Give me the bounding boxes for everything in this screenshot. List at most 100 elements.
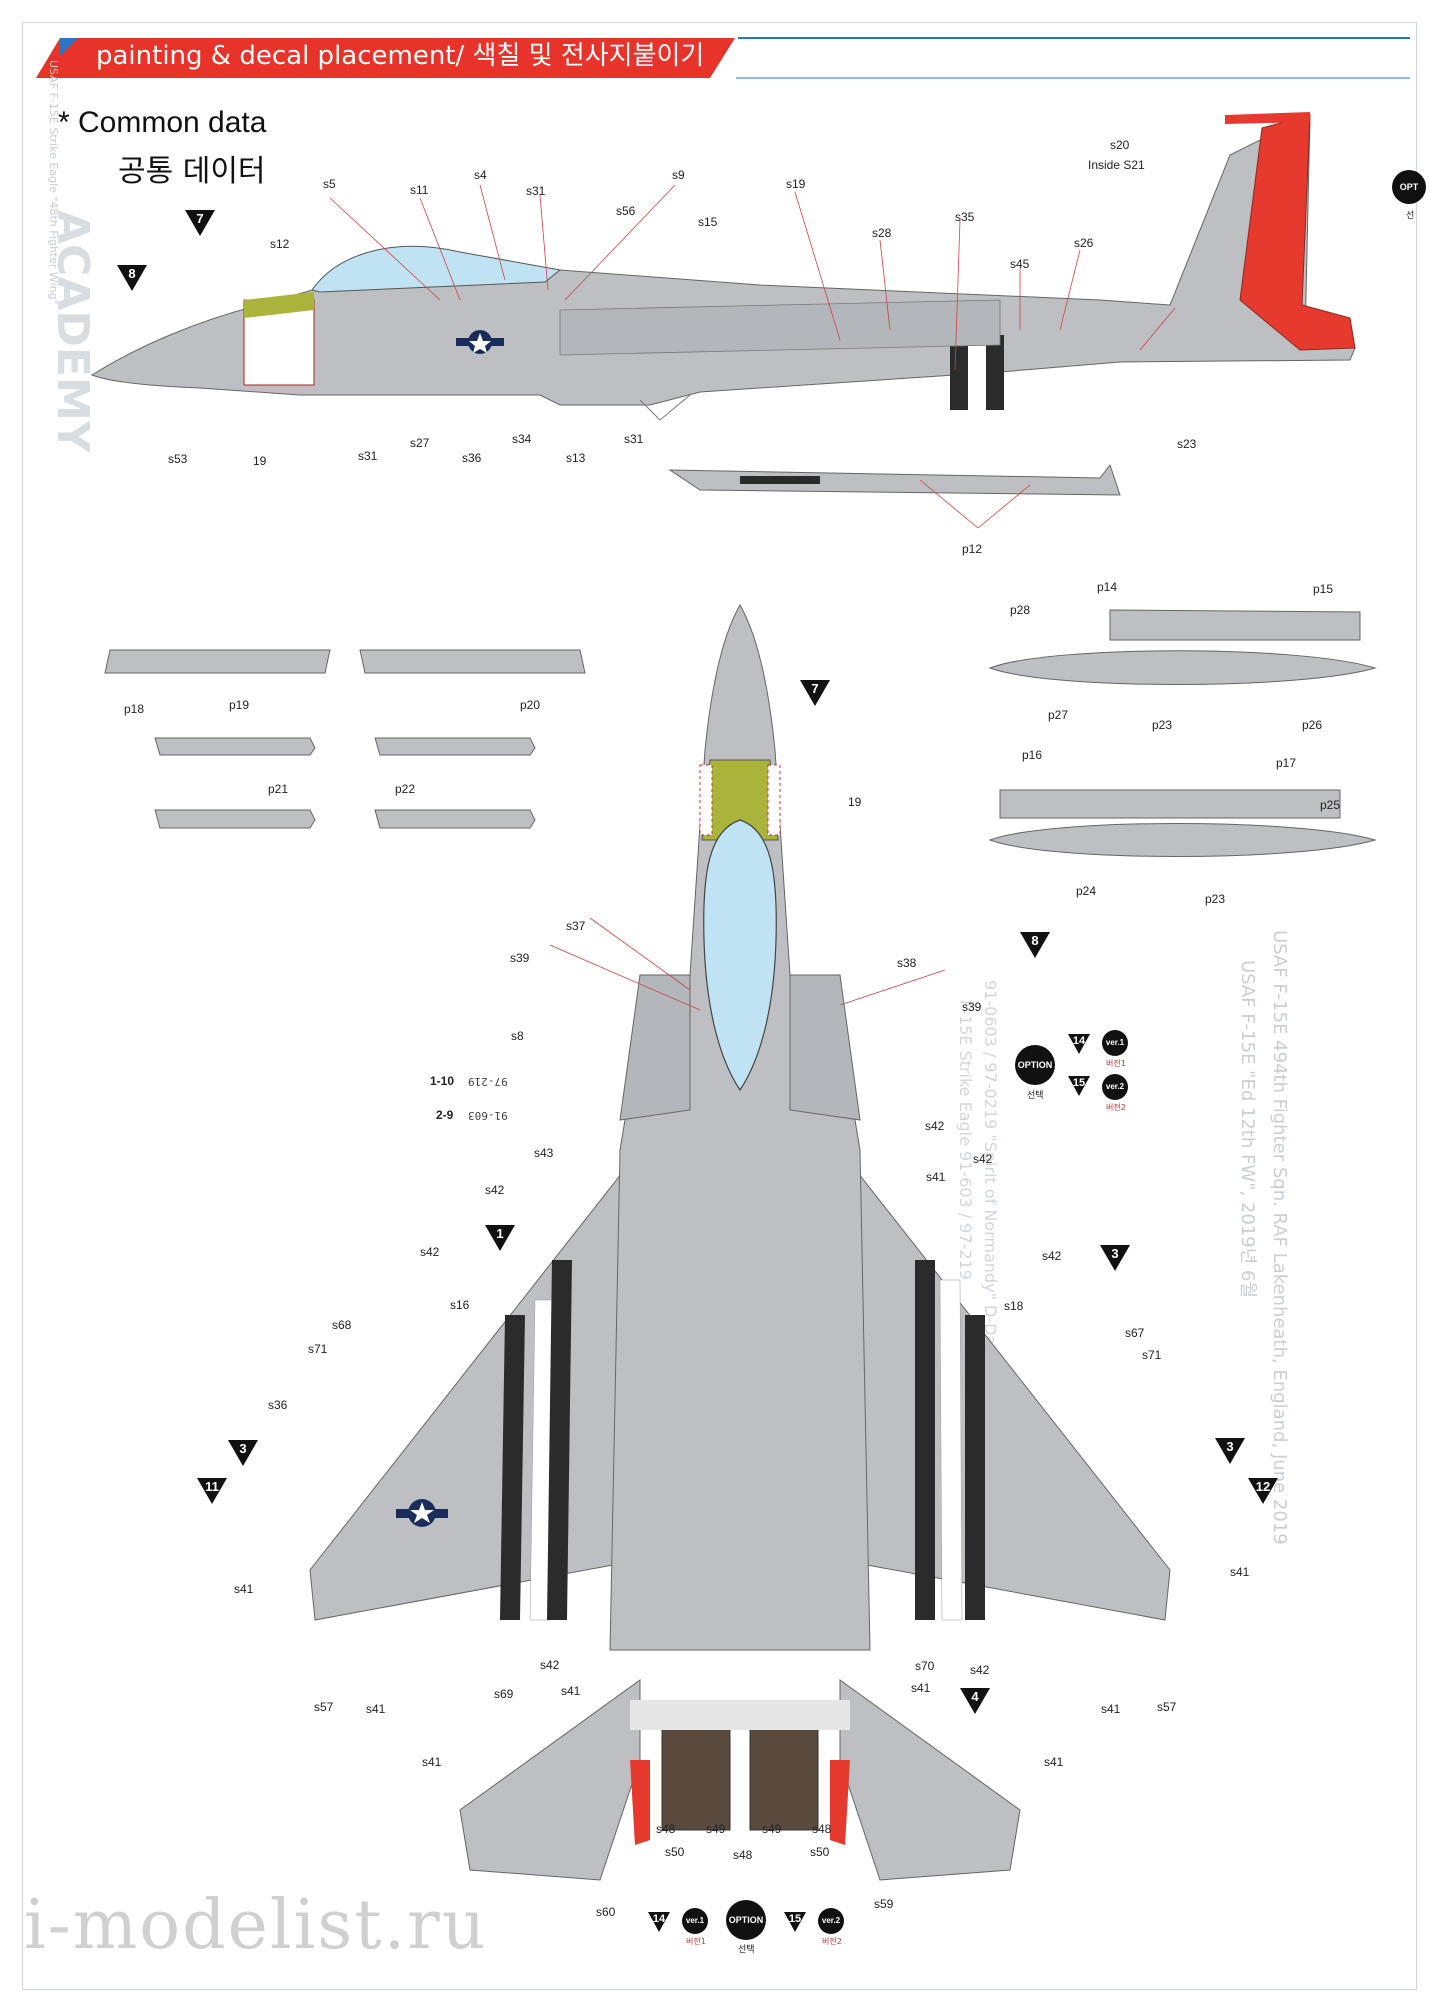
top-stab-right [839, 1679, 1021, 1881]
callout-p12: p12 [962, 542, 983, 556]
page-border [22, 22, 1417, 1990]
side-tail-cap [1225, 112, 1310, 124]
option-badge-top-right-sub: 선 [1406, 211, 1415, 221]
option-badge-bottom: OPTION [726, 1900, 766, 1940]
callout-s12: s12 [270, 237, 290, 251]
callout-s39-right: s39 [962, 1000, 982, 1014]
callout-s67: s67 [1125, 1326, 1145, 1340]
top-canopy [703, 819, 777, 1092]
marker-12: 12 [1248, 1478, 1278, 1504]
callout-s37: s37 [566, 919, 586, 933]
callout-s42-b: s42 [973, 1152, 993, 1166]
callout-s38: s38 [897, 956, 917, 970]
callout-s42-f: s42 [540, 1658, 560, 1672]
pylon-set-left [104, 649, 586, 829]
callout-s41-right-lower: s41 [1101, 1702, 1121, 1716]
callout-p27: p27 [1048, 708, 1069, 722]
version-1-label: 1-10 [430, 1074, 455, 1088]
side-tail-red [1239, 114, 1356, 351]
callout-s43: s43 [534, 1146, 554, 1160]
callout-s13: s13 [566, 451, 586, 465]
callout-s49-right: s49 [762, 1822, 782, 1836]
callout-inside-s21: Inside S21 [1088, 158, 1145, 172]
callout-p25: p25 [1320, 798, 1341, 812]
callout-s36: s36 [462, 451, 482, 465]
callout-s41-right-wing: s41 [1230, 1565, 1250, 1579]
callout-s48-left: s48 [656, 1822, 676, 1836]
callout-s11: s11 [410, 183, 429, 197]
ver1-badge-bottom: ver.1 [682, 1908, 708, 1934]
version-2-code: 91-603 [468, 1109, 508, 1122]
side-canopy [311, 245, 562, 293]
header-blue-corner [60, 38, 78, 56]
marker-3-left: 3 [228, 1440, 258, 1466]
ver2-badge-bottom: ver.2 [818, 1908, 844, 1934]
option-badge-top-sub: 선택 [1027, 1091, 1044, 1101]
callout-s41-mid-left: s41 [561, 1684, 581, 1698]
callout-s31-left: s31 [358, 449, 378, 463]
cft-tanks-right [988, 609, 1377, 857]
callout-19-side: 19 [253, 454, 267, 468]
callout-s26: s26 [1074, 236, 1094, 250]
marker-15-bottom: 15 [784, 1912, 806, 1932]
callout-p17: p17 [1276, 756, 1297, 770]
marker-15-top: 15 [1068, 1076, 1090, 1096]
callout-s35: s35 [955, 210, 975, 224]
callout-p18: p18 [124, 702, 145, 716]
ver1-badge-top: ver.1 [1102, 1030, 1128, 1056]
callout-s53: s53 [168, 452, 188, 466]
callout-s57-left: s57 [314, 1700, 334, 1714]
callout-p16: p16 [1022, 748, 1043, 762]
marker-3-right-upper: 3 [1100, 1245, 1130, 1271]
callout-p21: p21 [268, 782, 289, 796]
top-wing-left [309, 1148, 641, 1621]
callout-s42-c: s42 [485, 1183, 505, 1197]
common-data-title: * Common data [58, 106, 267, 139]
callout-s9: s9 [672, 168, 685, 182]
callout-s15: s15 [698, 215, 718, 229]
side-olive-strip [244, 292, 314, 318]
version-2-label: 2-9 [436, 1108, 454, 1122]
callout-s18: s18 [1004, 1299, 1024, 1313]
marker-3-right: 3 [1215, 1438, 1245, 1464]
marker-14-bottom: 14 [648, 1912, 670, 1932]
marker-8-side: 8 [117, 265, 147, 291]
header-red-bar [36, 38, 735, 78]
top-stab-left [459, 1679, 641, 1881]
callout-s71-right: s71 [1142, 1348, 1162, 1362]
callout-p19: p19 [229, 698, 250, 712]
option-badge-top: OPTION [1015, 1045, 1055, 1085]
callout-s69: s69 [494, 1687, 514, 1701]
callout-p26: p26 [1302, 718, 1323, 732]
marker-4: 4 [960, 1688, 990, 1714]
ver2-badge-top-sub: 버전2 [1106, 1103, 1126, 1112]
marker-7-side: 7 [185, 210, 215, 236]
callout-s42-a: s42 [925, 1119, 945, 1133]
callout-s49-left: s49 [706, 1822, 726, 1836]
marker-11: 11 [197, 1478, 227, 1504]
callout-s59: s59 [874, 1897, 894, 1911]
callout-s41-stab-right: s41 [1044, 1755, 1064, 1769]
callout-s57-right: s57 [1157, 1700, 1177, 1714]
callout-s41-a: s41 [926, 1170, 946, 1184]
page-title: painting & decal placement/ 색칠 및 전사지붙이기 [96, 41, 705, 71]
callout-s27: s27 [410, 436, 430, 450]
callout-s41-left-lower: s41 [366, 1702, 386, 1716]
callout-s42-g: s42 [970, 1663, 990, 1677]
marker-7-top: 7 [800, 680, 830, 706]
side-stripe-1 [950, 335, 968, 410]
callout-s41-left-wing: s41 [234, 1582, 254, 1596]
header-graphic [36, 37, 1410, 79]
callout-s41-mid-right: s41 [911, 1681, 931, 1695]
ver2-badge-top: ver.2 [1102, 1074, 1128, 1100]
callout-p23-bottom: p23 [1205, 892, 1226, 906]
ver1-badge-bottom-sub: 버전1 [686, 1937, 706, 1946]
callout-s5: s5 [323, 177, 336, 191]
top-view-aircraft [309, 603, 1171, 1881]
callout-p14: p14 [1097, 580, 1118, 594]
callout-s50-left: s50 [665, 1845, 685, 1859]
callout-s31-top: s31 [526, 184, 546, 198]
common-data-subtitle: 공통 데이터 [118, 154, 266, 189]
callout-s34: s34 [512, 432, 532, 446]
leader-lines [329, 184, 1176, 1011]
